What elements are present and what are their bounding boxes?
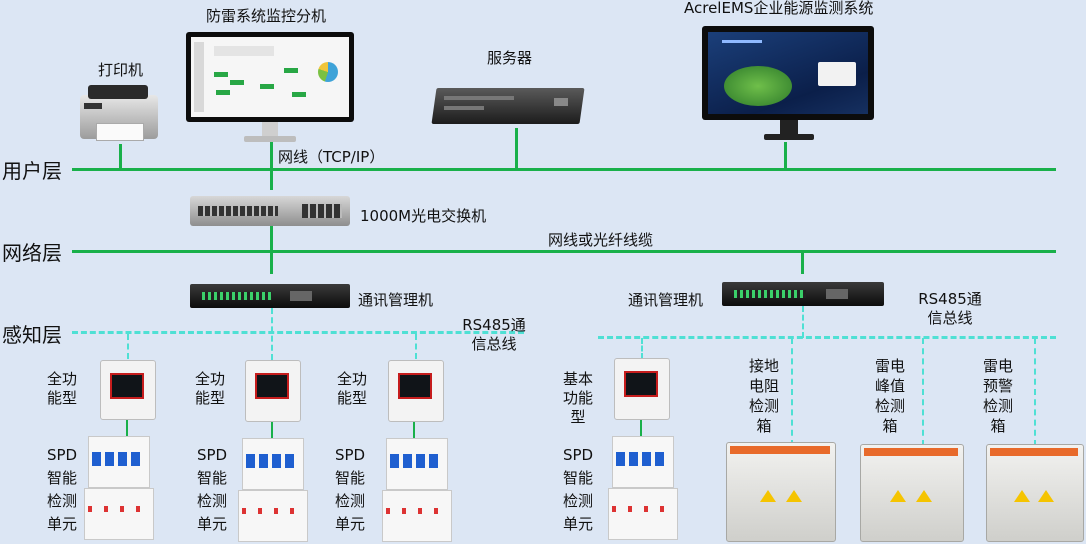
perception-bus-right [598,336,1056,339]
meter4-link [641,338,643,359]
comm-left-down-link [271,308,273,360]
meter3-spd-link [413,420,415,438]
spd-3-label: SPD 智能 检测 单元 [334,446,366,533]
ems-label: AcrelEMS企业能源监测系统 [684,0,874,17]
box-peak-link [922,338,924,446]
fiber-label: 网线或光纤线缆 [548,231,654,249]
meter3-link [415,334,417,359]
meter-1-label: 全功 能型 [46,370,77,407]
printer-image [80,85,158,145]
spd-1-image [82,436,154,540]
ethernet-label: 网线（TCP/IP） [278,148,385,166]
box-warning-label: 雷电 预警 检测 箱 [982,357,1013,435]
comm-right-link [801,252,804,274]
box-ground-image [726,442,836,542]
box-peak-image [860,444,964,542]
comm-right-down-link [802,306,804,338]
meter-2-label: 全功 能型 [194,370,225,407]
comm-manager-right-label: 通讯管理机 [628,291,704,309]
printer-link [119,144,122,169]
box-ground-link [791,338,793,446]
switch-down-link [270,226,273,274]
network-layer-bus [72,250,1056,253]
printer-label: 打印机 [98,61,144,79]
box-warning-link [1034,338,1036,446]
ems-link [784,142,787,169]
box-warning-image [986,444,1084,542]
spd-2-image [236,438,308,542]
perception-bus-left [72,331,524,334]
ems-monitor-image [702,26,874,144]
rs485-right-label: RS485通 信总线 [918,290,982,327]
monitor-station-label: 防雷系统监控分机 [206,7,327,25]
server-label: 服务器 [487,49,533,67]
monitor-link [270,140,273,190]
meter-4-label: 基本 功能 型 [562,370,593,426]
server-link [515,128,518,169]
meter2-spd-link [271,420,273,438]
switch-label: 1000M光电交换机 [360,207,487,225]
box-ground-label: 接地 电阻 检测 箱 [748,357,779,435]
box-peak-label: 雷电 峰值 检测 箱 [874,357,905,435]
meter-1-image [100,360,156,420]
spd-2-label: SPD 智能 检测 单元 [196,446,228,533]
spd-3-image [380,438,452,542]
switch-image [190,196,350,226]
spd-4-image [606,436,678,540]
comm-manager-right-image [722,282,884,306]
user-layer-bus [72,168,1056,171]
meter-3-image [388,360,444,422]
meter1-spd-link [126,418,128,436]
network-layer-label: 网络层 [2,241,62,265]
meter4-spd-link [640,418,642,436]
server-image [431,82,585,128]
meter-3-label: 全功 能型 [336,370,367,407]
meter-4-image [614,358,670,420]
rs485-left-label: RS485通 信总线 [462,316,526,353]
monitor-station-image [186,32,354,144]
perception-layer-label: 感知层 [2,323,62,347]
comm-manager-left-label: 通讯管理机 [358,291,434,309]
user-layer-label: 用户层 [2,159,62,183]
comm-manager-left-image [190,284,350,308]
meter-2-image [245,360,301,422]
meter1-link [127,334,129,359]
spd-4-label: SPD 智能 检测 单元 [562,446,594,533]
spd-1-label: SPD 智能 检测 单元 [46,446,78,533]
